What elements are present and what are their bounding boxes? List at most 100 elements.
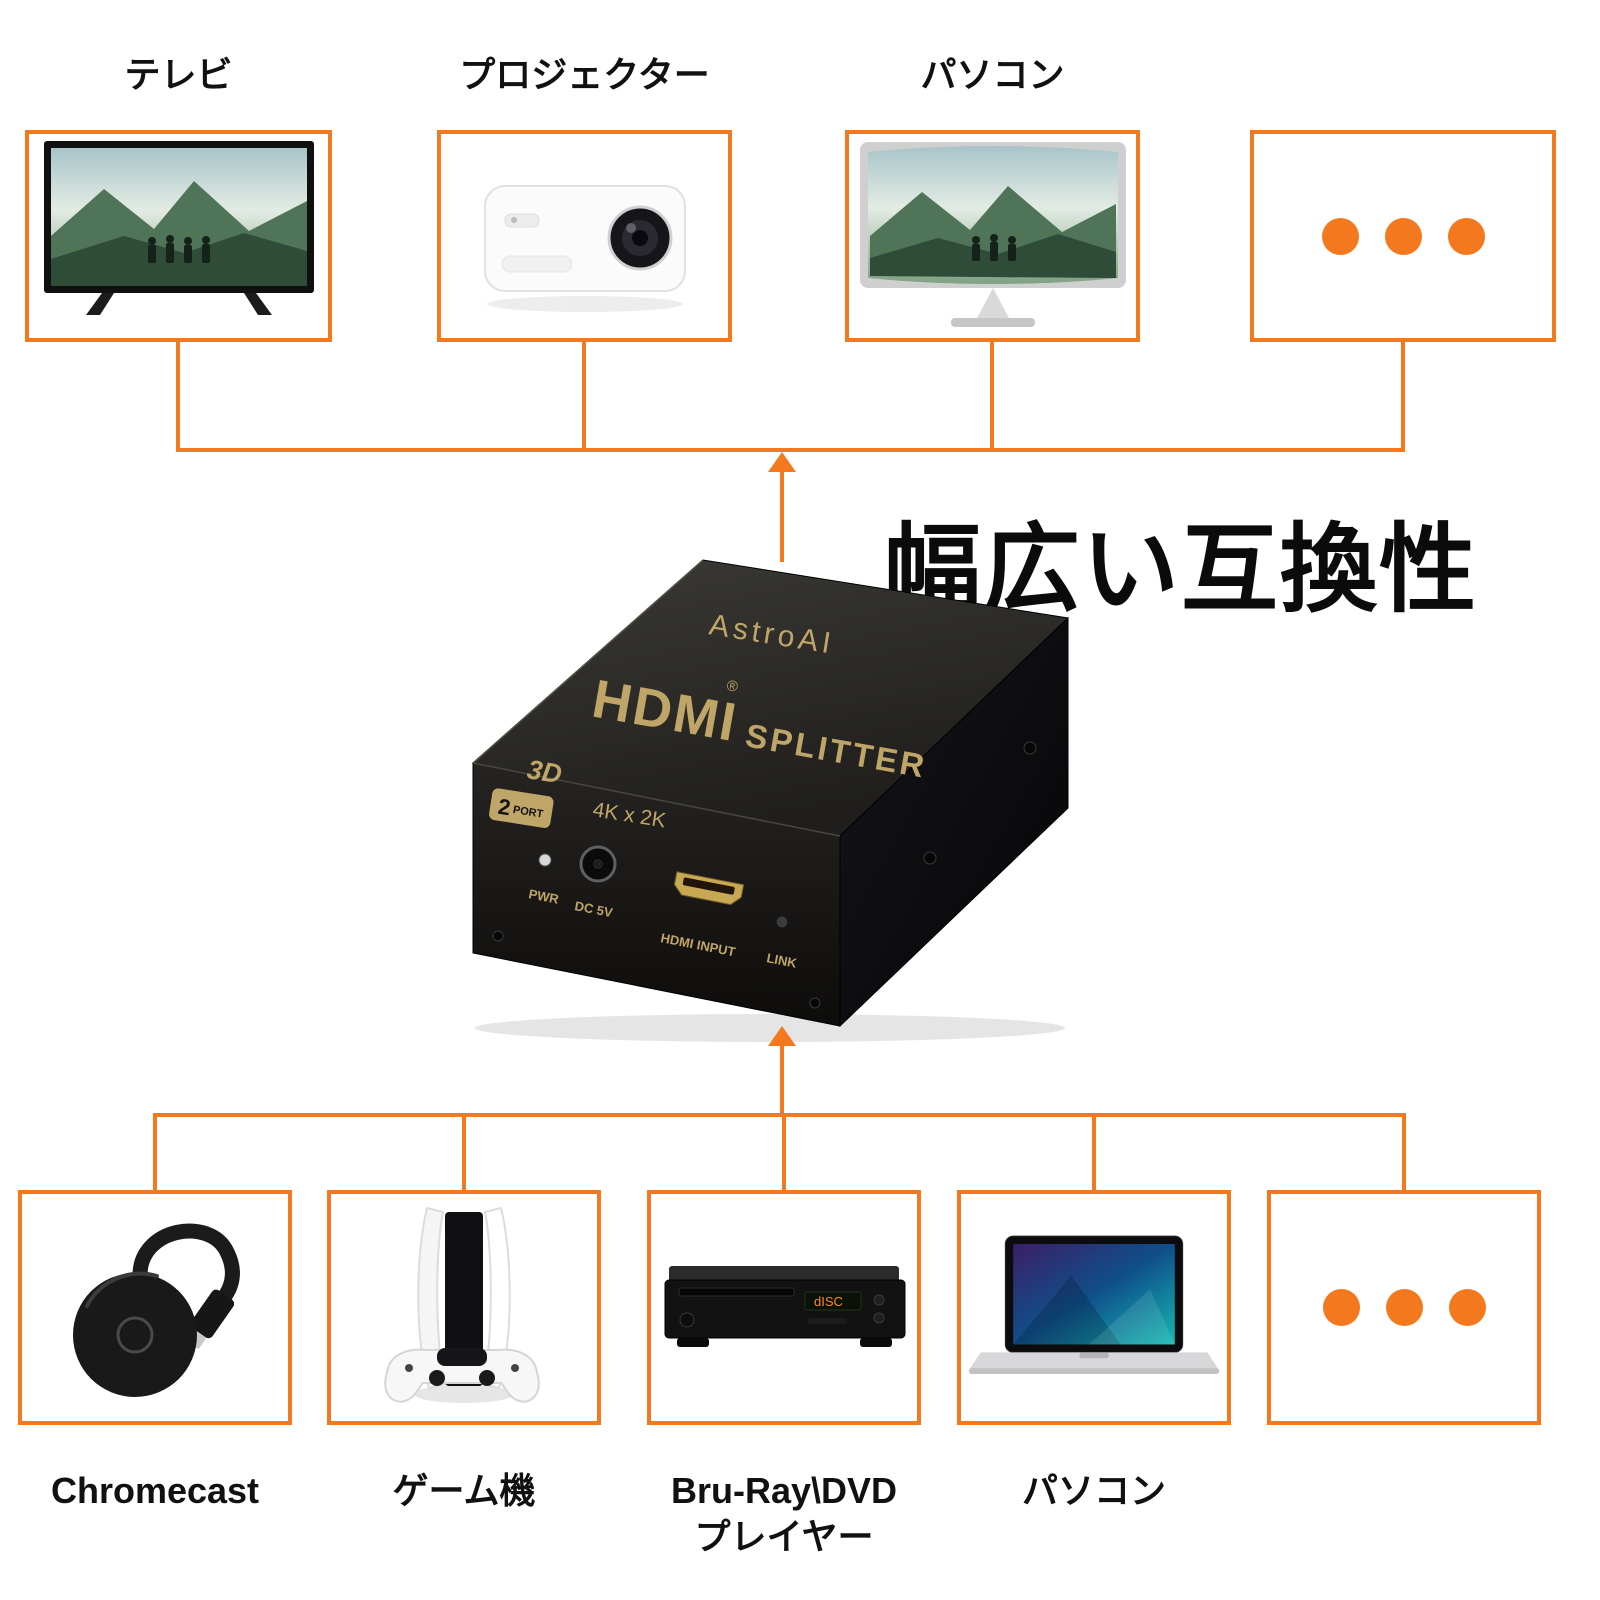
- device-card-tv: [25, 130, 332, 342]
- 3d-badge: 3D: [525, 754, 564, 789]
- foot: [859, 1338, 892, 1347]
- top-label-tv: テレビ: [124, 54, 233, 95]
- indicator-dot: [510, 217, 517, 223]
- dot: [1384, 217, 1422, 255]
- connector-line: [176, 342, 180, 448]
- top-label-projector: プロジェクター: [459, 54, 710, 95]
- device-card-projector: [437, 130, 732, 342]
- pwr-led: [538, 853, 552, 867]
- hdmi-input-port: [673, 871, 745, 906]
- connector-bus-top: [176, 448, 1405, 452]
- edge-highlight: [472, 762, 841, 837]
- projector-image: [483, 185, 686, 312]
- left-stick: [429, 1369, 445, 1386]
- device-card-chromecast: [18, 1190, 292, 1425]
- ports-text: PORT: [512, 804, 544, 821]
- dvd-label-line2: プレイヤー: [694, 1516, 874, 1557]
- connector-line: [462, 1117, 466, 1190]
- arrow-up-to-displays: [768, 452, 796, 472]
- dot: [1447, 217, 1485, 255]
- arrow-up-to-splitter: [768, 1026, 796, 1046]
- bottom-label-game-console: ゲーム機: [392, 1470, 536, 1511]
- link-led: [775, 915, 789, 929]
- dot: [1385, 1289, 1423, 1326]
- laptop-image: [968, 1235, 1220, 1374]
- laptop-notch: [1079, 1351, 1109, 1358]
- right-stick: [479, 1369, 495, 1386]
- link-label: LINK: [765, 950, 798, 971]
- front-display: [804, 1291, 861, 1311]
- control-button: [873, 1294, 884, 1306]
- dvd-player-image: dISC: [664, 1266, 905, 1347]
- laptop-screen: [1013, 1243, 1175, 1344]
- action-buttons: [511, 1363, 519, 1372]
- ports-number: 2: [496, 794, 512, 821]
- wallpaper-shape: [1013, 1274, 1121, 1344]
- screw: [492, 930, 504, 942]
- dc-jack-pin: [591, 857, 605, 871]
- screw: [1023, 741, 1037, 755]
- projector-vent: [501, 255, 572, 273]
- control-button: [873, 1312, 884, 1324]
- tv-left-foot: [85, 293, 114, 315]
- device-card-game-console: [327, 1190, 601, 1425]
- registered-mark: ®: [725, 677, 739, 696]
- game-console-image: [384, 1206, 540, 1403]
- connector-line: [1402, 1117, 1406, 1190]
- curved-monitor-image: [859, 142, 1126, 327]
- laptop-base: [968, 1351, 1220, 1370]
- dot: [1448, 1289, 1486, 1326]
- screw: [809, 997, 821, 1009]
- bottom-label-pc: パソコン: [1021, 1470, 1166, 1511]
- laptop-bottom-edge: [968, 1367, 1220, 1374]
- device-card-more-displays: [1250, 130, 1556, 342]
- chromecast-image: [73, 1223, 240, 1397]
- controller: [384, 1347, 540, 1403]
- connector-line: [1092, 1117, 1096, 1190]
- puck-logo-ring: [116, 1316, 154, 1354]
- connector-line: [990, 342, 994, 448]
- connector-line: [1401, 342, 1405, 448]
- cable: [132, 1223, 240, 1308]
- monitor-stand: [975, 288, 1010, 320]
- controller-touchpad: [437, 1347, 487, 1366]
- top-label-pc: パソコン: [920, 54, 1065, 95]
- foot: [676, 1338, 709, 1347]
- dvd-label-line1: Bru-Ray\DVD: [670, 1470, 898, 1511]
- display-text: dISC: [814, 1294, 843, 1309]
- screw: [923, 851, 937, 865]
- device-card-dvd-player: dISC: [647, 1190, 921, 1425]
- arrow-stem: [780, 470, 784, 562]
- power-button: [679, 1312, 694, 1328]
- console-core: [445, 1211, 483, 1386]
- foreground-ridge: [50, 233, 307, 286]
- pwr-label: PWR: [527, 886, 560, 907]
- bottom-label-dvd-player: Bru-Ray\DVD プレイヤー: [647, 1468, 921, 1560]
- ellipsis-icon: [1322, 1289, 1486, 1326]
- figures-silhouette: [147, 235, 210, 263]
- connector-line: [782, 1117, 786, 1190]
- usb-slot: [806, 1318, 847, 1324]
- device-card-more-sources: [1267, 1190, 1541, 1425]
- dc-label: DC 5V: [573, 898, 614, 920]
- shadow: [486, 296, 683, 312]
- 2port-badge: 2 PORT: [489, 788, 554, 828]
- dvd-top-face: [668, 1266, 899, 1282]
- wallpaper-shape: [1089, 1288, 1175, 1344]
- lens-highlight: [625, 223, 636, 233]
- splitter-right-face: [839, 616, 1069, 1028]
- connector-line: [582, 342, 586, 448]
- monitor-base: [950, 318, 1035, 327]
- edge-highlight: [472, 559, 704, 764]
- console-stand: [414, 1384, 514, 1403]
- connector-line: [153, 1117, 157, 1190]
- bottom-label-chromecast: Chromecast: [50, 1470, 260, 1511]
- gloss-highlight: [85, 1271, 159, 1308]
- connector-bus-bottom: [153, 1113, 1406, 1117]
- dot: [1322, 1289, 1360, 1326]
- hdmi-splitter-image: AstroAI HDMI ® SPLITTER 3D 2 PORT 4K x 2…: [471, 559, 1070, 1042]
- dpad: [405, 1363, 413, 1372]
- tv-image: [43, 141, 314, 315]
- dot: [1321, 217, 1359, 255]
